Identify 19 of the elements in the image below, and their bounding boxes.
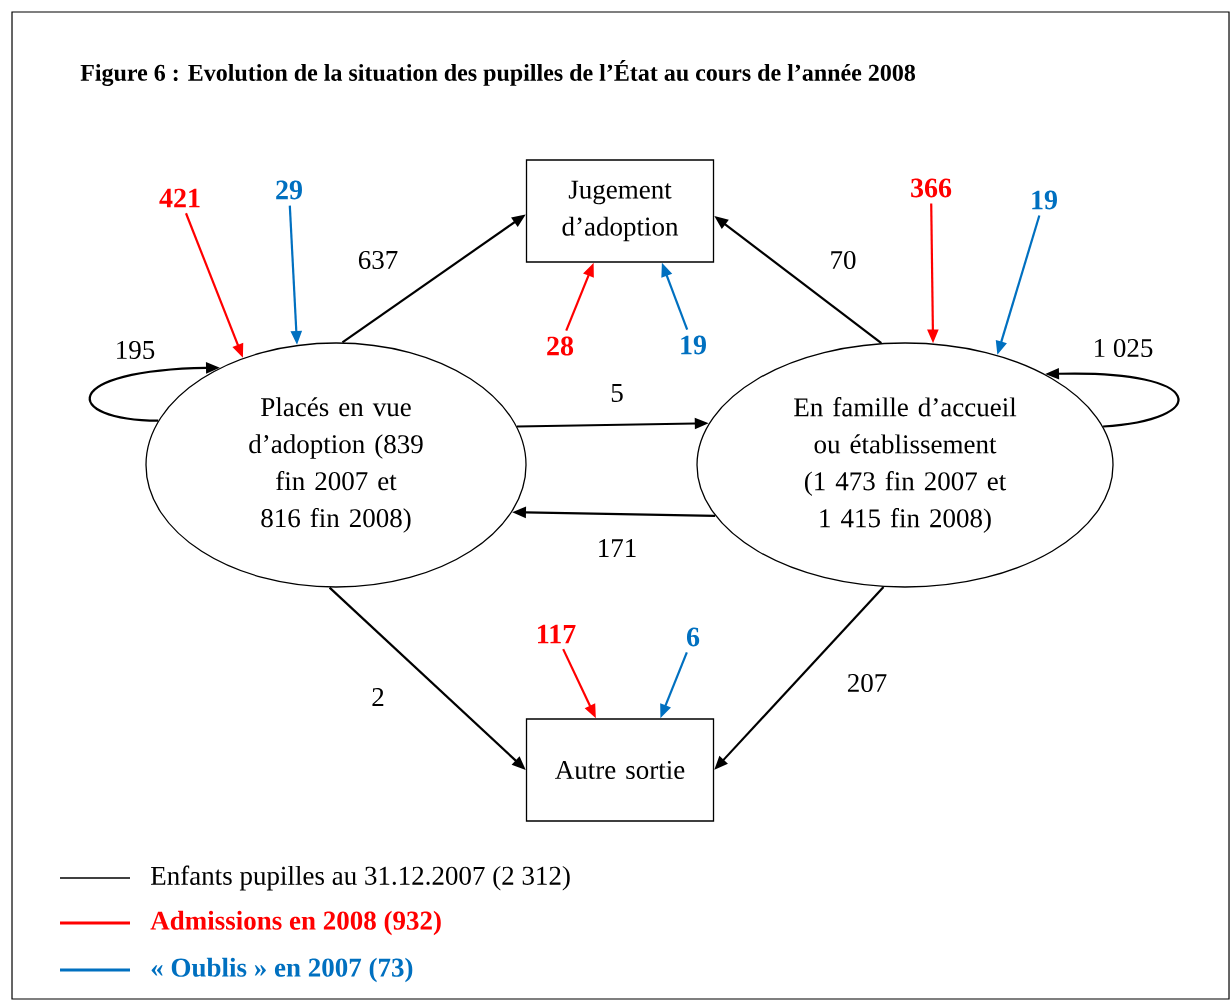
flow-number: 117 <box>538 624 576 644</box>
edge-label: 5 <box>608 382 626 404</box>
process-box: Jugement d’adoption <box>525 159 715 263</box>
flow-number: 366 <box>911 178 952 198</box>
process-box: Autre sortie <box>525 718 715 822</box>
edge-label: 207 <box>844 671 890 695</box>
legend-text: « Oublis » en 2007 (73) <box>151 957 413 983</box>
flow-number: 19 <box>1032 190 1057 210</box>
legend-text: Admissions en 2008 (932) <box>150 910 441 936</box>
title: Figure 6 : Evolution de la situation des pupilles de l’État au cours de l’année 2008 <box>80 60 916 86</box>
legend-text: Enfants pupilles au 31.12.2007 (2 312) <box>151 865 570 891</box>
flow-number: 28 <box>547 336 574 356</box>
flow-number: 6 <box>686 627 700 647</box>
edge-label: 637 <box>355 248 401 272</box>
edge-label: 2 <box>369 686 387 708</box>
edge-label: 171 <box>594 537 640 559</box>
flow-number: 421 <box>159 188 200 208</box>
flow-number: 29 <box>276 180 302 200</box>
edge-label: 70 <box>827 248 859 272</box>
